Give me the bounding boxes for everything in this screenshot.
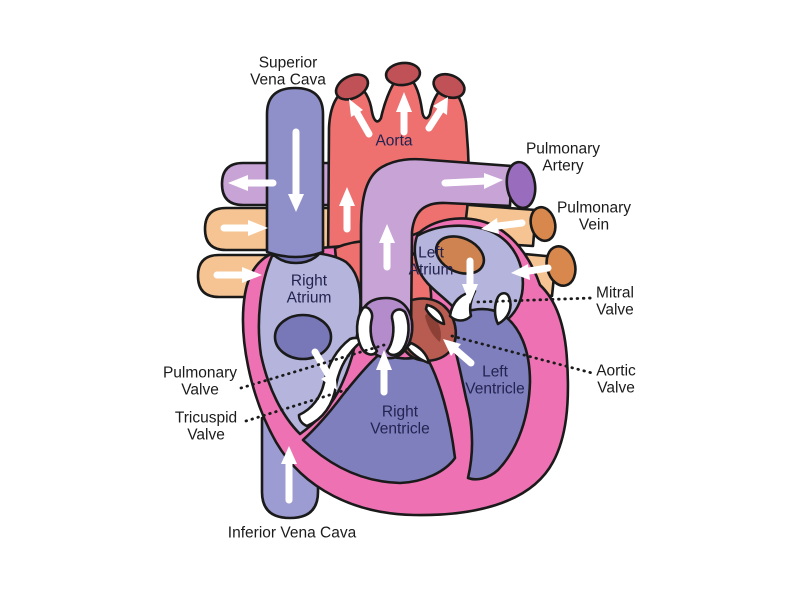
right-pv2-flow-left-arrow (511, 264, 552, 280)
ascending-aorta-flow-arrow (339, 187, 355, 233)
right-atrium-oval (273, 313, 333, 361)
aorta-branch2-flow-arrow (396, 92, 412, 136)
label-aorta: Aorta (375, 132, 413, 150)
pulmonary-trunk (359, 157, 514, 338)
right-pulmonary-artery-opening (505, 160, 537, 210)
left-pa-flow-left-arrow (228, 175, 277, 191)
label-inferior-vena-cava: Inferior Vena Cava (227, 524, 357, 542)
svc-flow-down-arrow (288, 128, 304, 212)
aortic-valve-shadow (425, 312, 441, 342)
mitral-valve-leaflet-right (493, 291, 512, 326)
left-pv1-flow-right-arrow (220, 220, 268, 236)
label-pulmonary-vein: Pulmonary Vein (556, 199, 632, 234)
aorta-branch-opening-3 (432, 72, 466, 100)
label-pulmonary-artery: Pulmonary Artery (525, 140, 601, 175)
aorta-branch1-flow-arrow (349, 99, 373, 138)
tricuspid-valve-leader-line (244, 386, 354, 423)
label-mitral-valve: Mitral Valve (596, 284, 634, 319)
aortic-valve-leaflet-upper (424, 303, 446, 326)
label-tricuspid-valve: Tricuspid Valve (174, 409, 238, 444)
aorta-branch-opening-2 (384, 61, 422, 87)
right-pa-flow-right-arrow (441, 173, 503, 189)
mitral-valve-leader-line (476, 296, 594, 304)
label-left-ventricle: Left Ventricle (465, 363, 525, 398)
pulmonary-valve-leaflet-right (385, 308, 410, 357)
left-pv2-flow-right-arrow (213, 267, 262, 283)
pulmonary-valve-leader-line (239, 343, 386, 390)
label-right-atrium: Right Atrium (286, 272, 332, 307)
label-left-atrium: Left Atrium (408, 244, 454, 279)
label-aortic-valve: Aortic Valve (596, 362, 636, 397)
aortic-valve-leaflet-lower (405, 341, 431, 365)
rv-to-pulmonary-flow-arrow (376, 350, 392, 396)
right-pv1-flow-left-arrow (481, 218, 526, 234)
right-pulmonary-vein-1-opening (529, 205, 557, 243)
aorta-branch3-flow-arrow (425, 97, 448, 132)
la-to-lv-flow-arrow (462, 257, 478, 304)
label-superior-vena-cava: Superior Vena Cava (250, 54, 326, 89)
ra-to-rv-flow-arrow (311, 348, 337, 390)
aortic-valve-leader-line (450, 334, 594, 375)
pulmonary-valve-leaflet-left (355, 306, 379, 356)
pulmonary-trunk-flow-arrow (379, 224, 395, 271)
label-pulmonary-valve: Pulmonary Valve (162, 364, 238, 399)
label-right-ventricle: Right Ventricle (370, 403, 430, 438)
lv-to-aorta-flow-arrow (443, 339, 475, 367)
ivc-flow-up-arrow (281, 446, 297, 504)
aorta-branch-opening-1 (334, 73, 370, 101)
